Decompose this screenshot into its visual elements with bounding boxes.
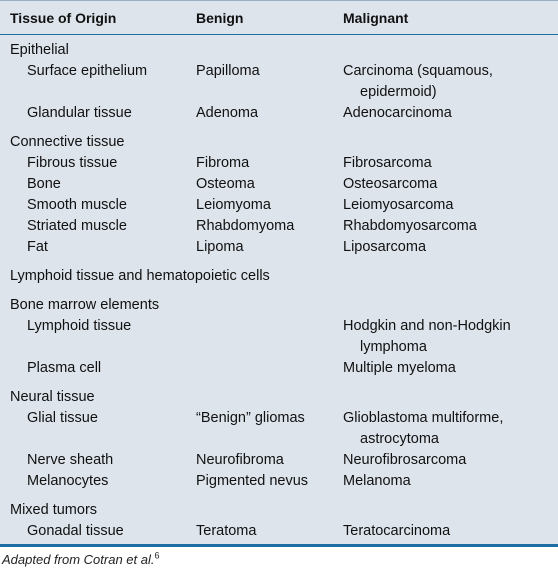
header-tissue-of-origin: Tissue of Origin bbox=[10, 10, 117, 26]
table-row: Striated muscle Rhabdomyoma Rhabdomyosarco… bbox=[0, 216, 558, 237]
table-row: Melanocytes Pigmented nevus Melanoma bbox=[0, 471, 558, 492]
malignant-line: Hodgkin and non-Hodgkin bbox=[343, 318, 511, 334]
group-row: Neural tissue bbox=[0, 387, 558, 408]
benign-cell: Leiomyoma bbox=[196, 197, 271, 213]
benign-cell: Teratoma bbox=[196, 523, 257, 539]
table-row: Nerve sheath Neurofibroma Neurofibrosarcom… bbox=[0, 450, 558, 471]
malignant-cell: Liposarcoma bbox=[343, 237, 553, 258]
malignant-line: Leiomyosarcoma bbox=[343, 197, 454, 213]
malignant-cell: Adenocarcinoma bbox=[343, 103, 553, 124]
tissue-origin-cell: Surface epithelium bbox=[27, 63, 148, 79]
malignant-cell: Multiple myeloma bbox=[343, 358, 553, 379]
malignant-line: Neurofibrosarcoma bbox=[343, 452, 467, 468]
tissue-origin-cell: Smooth muscle bbox=[27, 197, 127, 213]
tissue-origin-cell: Striated muscle bbox=[27, 218, 127, 234]
benign-cell: Osteoma bbox=[196, 176, 255, 192]
group-row: Connective tissue bbox=[0, 132, 558, 153]
benign-cell: Adenoma bbox=[196, 105, 259, 121]
group-label: Mixed tumors bbox=[10, 502, 98, 518]
malignant-cell: Osteosarcoma bbox=[343, 174, 553, 195]
malignant-cell: Melanoma bbox=[343, 471, 553, 492]
benign-cell: Pigmented nevus bbox=[196, 473, 309, 489]
malignant-line: Melanoma bbox=[343, 473, 411, 489]
malignant-line: Carcinoma (squamous, bbox=[343, 63, 493, 79]
table-row: Smooth muscle Leiomyoma Leiomyosarcoma bbox=[0, 195, 558, 216]
tissue-origin-cell: Lymphoid tissue bbox=[27, 318, 132, 334]
table-header: Tissue of Origin Benign Malignant bbox=[0, 1, 558, 35]
malignant-cell: Leiomyosarcoma bbox=[343, 195, 553, 216]
malignant-line: lymphoma bbox=[360, 339, 427, 355]
group-row: Bone marrow elements bbox=[0, 295, 558, 316]
benign-cell: “Benign” gliomas bbox=[196, 410, 305, 426]
malignant-cell: Neurofibrosarcoma bbox=[343, 450, 553, 471]
group-label: Connective tissue bbox=[10, 134, 125, 150]
benign-cell: Rhabdomyoma bbox=[196, 218, 295, 234]
source-footnote: Adapted from Cotran et al.6 bbox=[2, 550, 160, 567]
malignant-cell: Fibrosarcoma bbox=[343, 153, 553, 174]
tissue-origin-cell: Plasma cell bbox=[27, 360, 102, 376]
group-label: Bone marrow elements bbox=[10, 297, 160, 313]
malignant-line: Osteosarcoma bbox=[343, 176, 438, 192]
benign-cell: Papilloma bbox=[196, 63, 260, 79]
malignant-line: astrocytoma bbox=[360, 431, 439, 447]
tissue-origin-cell: Glial tissue bbox=[27, 410, 98, 426]
malignant-cell: Rhabdomyosarcoma bbox=[343, 216, 553, 237]
group-label: Lymphoid tissue and hematopoietic cells bbox=[10, 268, 270, 284]
header-benign: Benign bbox=[196, 10, 244, 26]
group-row: Lymphoid tissue and hematopoietic cells bbox=[0, 266, 558, 287]
tissue-origin-cell: Glandular tissue bbox=[27, 105, 132, 121]
malignant-line: Multiple myeloma bbox=[343, 360, 456, 376]
tissue-origin-cell: Bone bbox=[27, 176, 61, 192]
malignant-line: Teratocarcinoma bbox=[343, 523, 451, 539]
benign-cell: Lipoma bbox=[196, 239, 244, 255]
group-label: Epithelial bbox=[10, 42, 69, 58]
malignant-line: Liposarcoma bbox=[343, 239, 427, 255]
table-row: Glial tissue “Benign” gliomas Glioblastoma… bbox=[0, 408, 558, 450]
malignant-line: Rhabdomyosarcoma bbox=[343, 218, 477, 234]
header-malignant: Malignant bbox=[343, 10, 409, 26]
group-row: Epithelial bbox=[0, 40, 558, 61]
footnote-text: Adapted from Cotran et al. bbox=[2, 552, 155, 567]
malignant-cell: Carcinoma (squamous, epidermoid) bbox=[343, 61, 553, 103]
footnote-reference: 6 bbox=[154, 550, 160, 561]
tissue-origin-cell: Gonadal tissue bbox=[27, 523, 124, 539]
table-row: Fibrous tissue Fibroma Fibrosarcoma bbox=[0, 153, 558, 174]
tissue-origin-cell: Fat bbox=[27, 239, 48, 255]
table-bottom-rule bbox=[0, 544, 558, 547]
tissue-origin-cell: Nerve sheath bbox=[27, 452, 114, 468]
malignant-cell: Hodgkin and non-Hodgkin lymphoma bbox=[343, 316, 553, 358]
table-row: Lymphoid tissue Hodgkin and non-Hodgkin ly… bbox=[0, 316, 558, 358]
tumor-classification-table: Tissue of Origin Benign Malignant Epithe… bbox=[0, 0, 558, 545]
table-row: Surface epithelium Papilloma Carcinoma (sq… bbox=[0, 61, 558, 103]
tissue-origin-cell: Melanocytes bbox=[27, 473, 109, 489]
group-row: Mixed tumors bbox=[0, 500, 558, 521]
malignant-cell: Glioblastoma multiforme, astrocytoma bbox=[343, 408, 553, 450]
malignant-cell: Teratocarcinoma bbox=[343, 521, 553, 542]
benign-cell: Neurofibroma bbox=[196, 452, 284, 468]
group-label: Neural tissue bbox=[10, 389, 95, 405]
benign-cell: Fibroma bbox=[196, 155, 250, 171]
malignant-line: epidermoid) bbox=[360, 84, 437, 100]
malignant-line: Fibrosarcoma bbox=[343, 155, 432, 171]
table-row: Plasma cell Multiple myeloma bbox=[0, 358, 558, 379]
malignant-line: Glioblastoma multiforme, bbox=[343, 410, 504, 426]
table-row: Fat Lipoma Liposarcoma bbox=[0, 237, 558, 258]
table-row: Bone Osteoma Osteosarcoma bbox=[0, 174, 558, 195]
malignant-line: Adenocarcinoma bbox=[343, 105, 452, 121]
tissue-origin-cell: Fibrous tissue bbox=[27, 155, 118, 171]
table-row: Glandular tissue Adenoma Adenocarcinoma bbox=[0, 103, 558, 124]
table-row: Gonadal tissue Teratoma Teratocarcinoma bbox=[0, 521, 558, 542]
